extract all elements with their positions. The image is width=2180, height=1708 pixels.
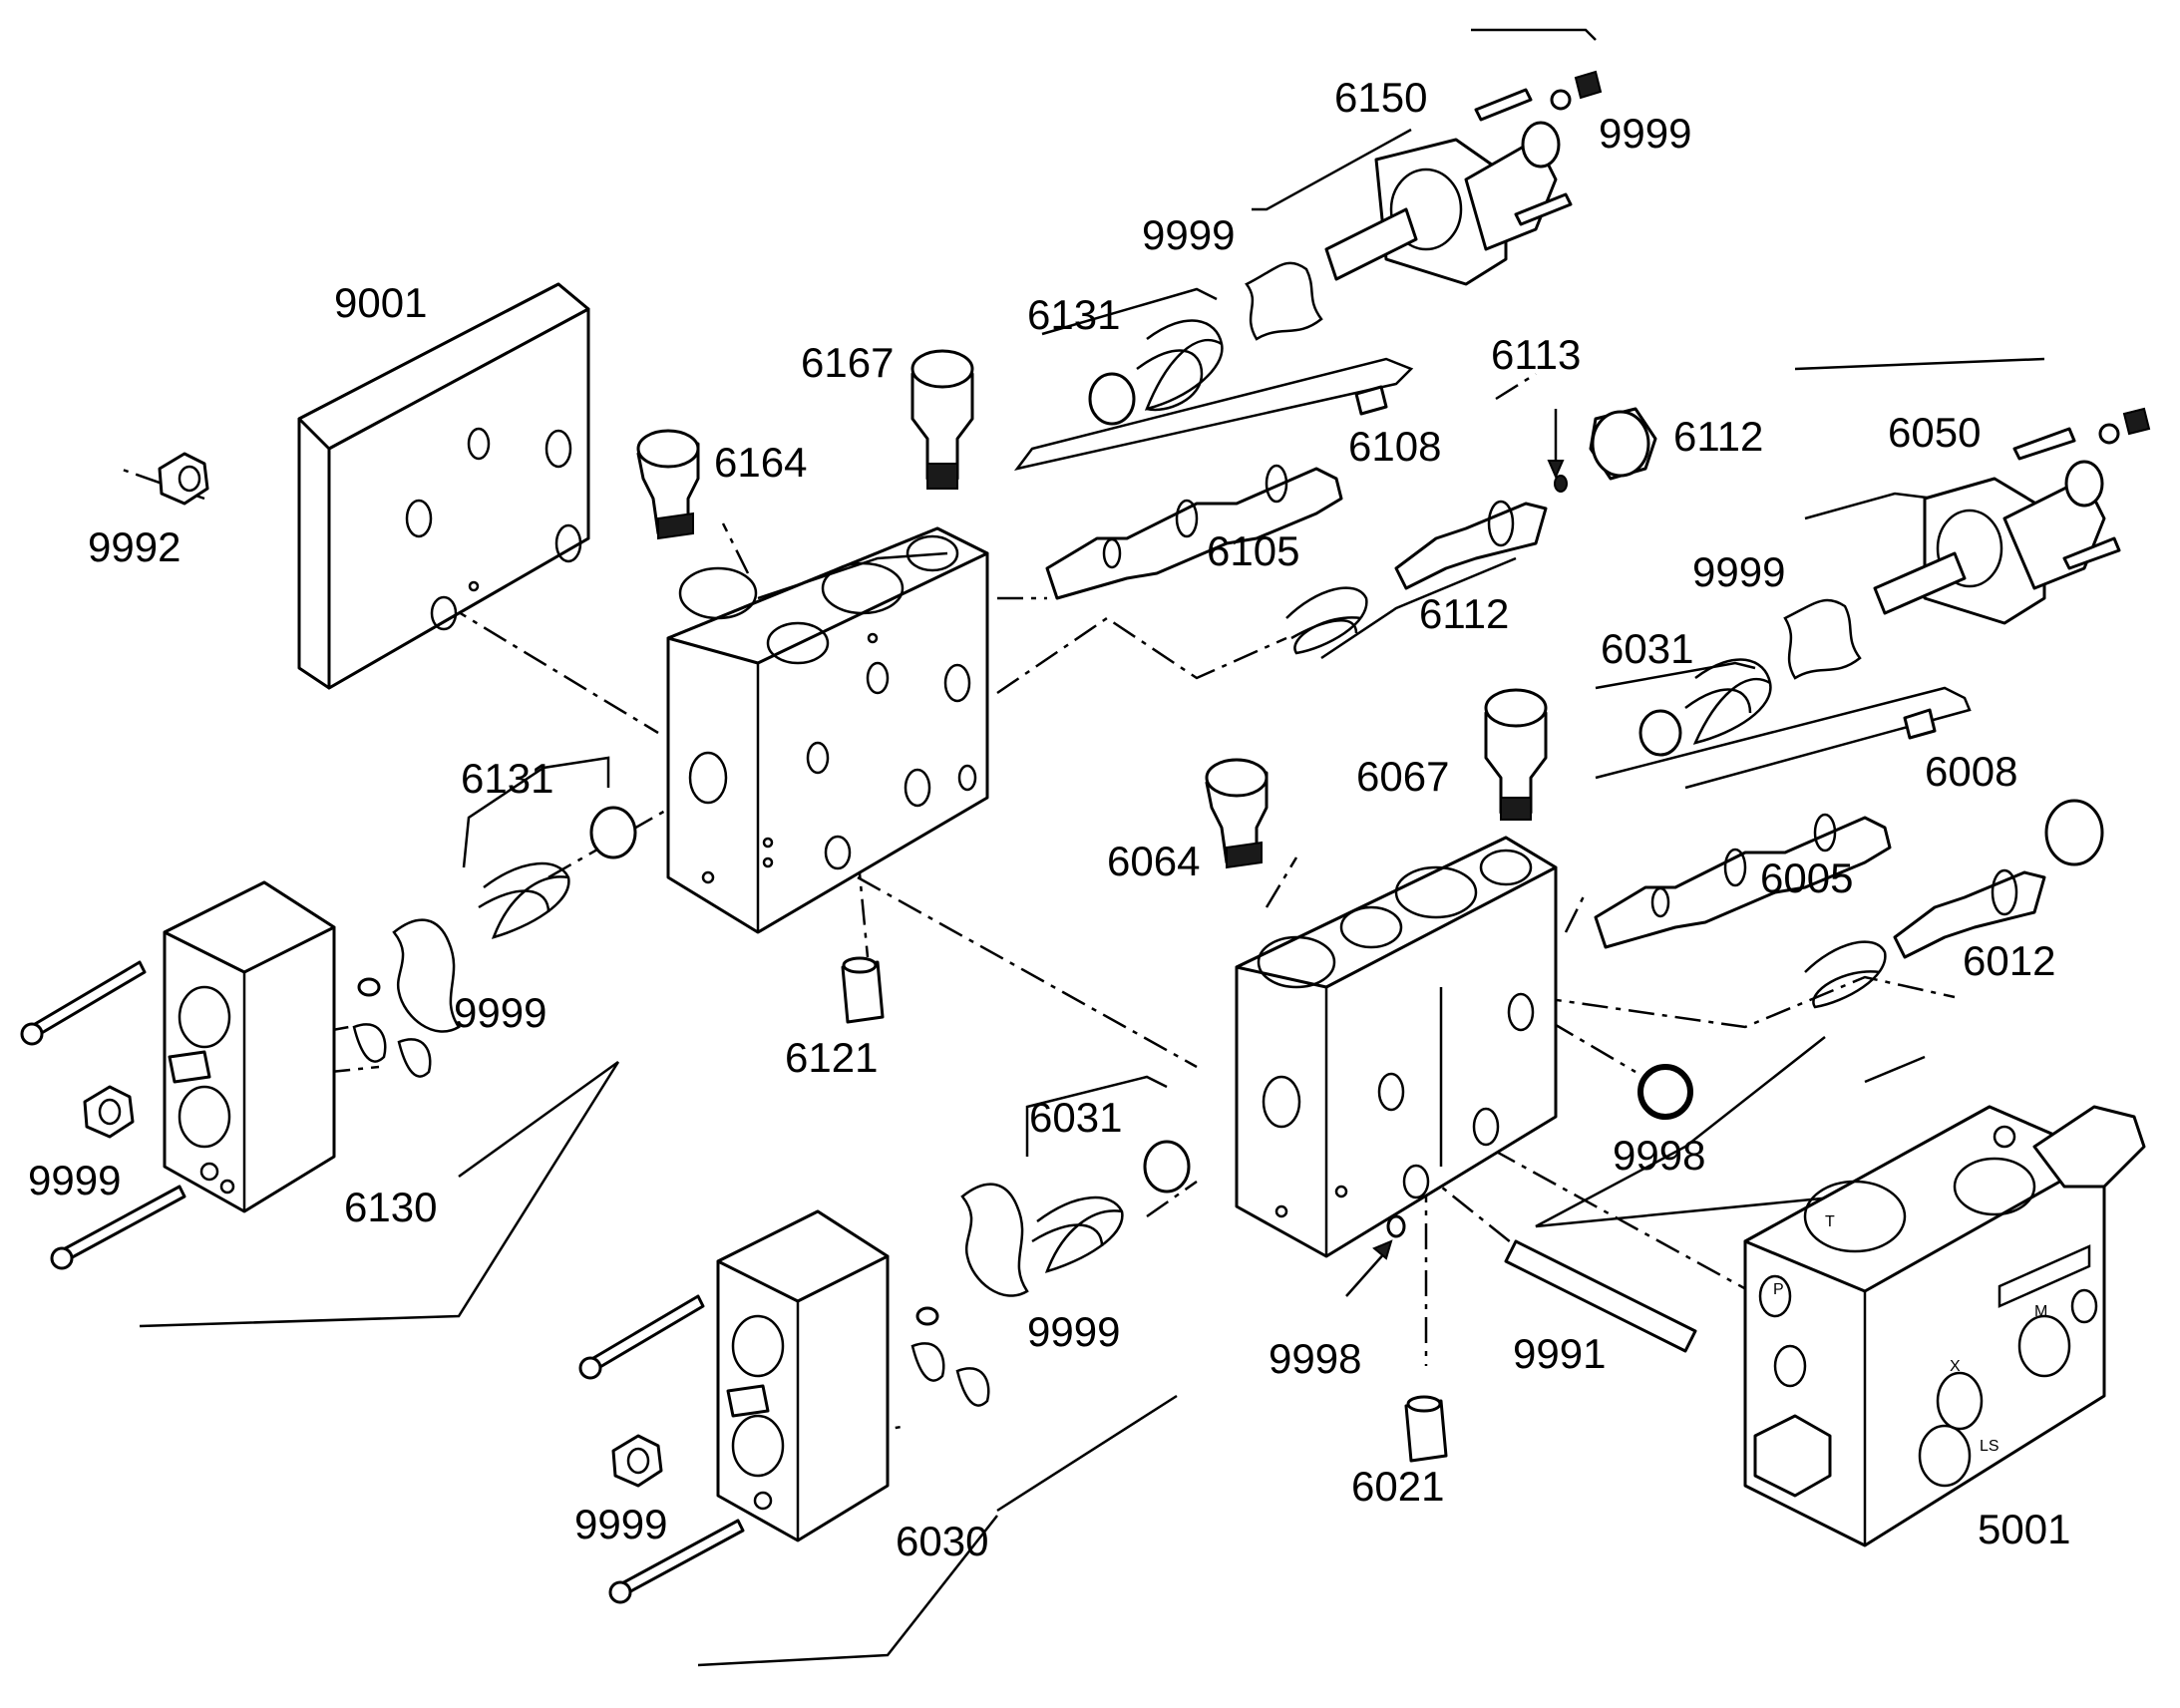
- label-6112-poppet: 6112: [1419, 590, 1509, 637]
- label-6130: 6130: [344, 1184, 437, 1230]
- spool-6105: [1045, 464, 1343, 600]
- label-6008: 6008: [1925, 748, 2017, 795]
- spring-6131-left: [478, 806, 637, 939]
- port-mark-t: T: [1825, 1213, 1835, 1230]
- label-9992: 9992: [88, 523, 181, 570]
- cartridge-6167: [910, 349, 974, 490]
- seal-9998-bottom: [1345, 1214, 1406, 1297]
- label-6112-plug: 6112: [1673, 413, 1763, 460]
- label-6064: 6064: [1107, 838, 1200, 884]
- label-6121: 6121: [785, 1034, 878, 1081]
- label-6164: 6164: [714, 439, 807, 486]
- label-5001: 5001: [1978, 1506, 2070, 1552]
- label-9999-top-right: 9999: [1599, 110, 1691, 157]
- brackets: [139, 28, 2045, 1667]
- label-9999-bottom-oring: 9999: [1027, 1308, 1120, 1355]
- plug-6012: [2044, 799, 2104, 866]
- spring-6112: [1285, 586, 1368, 655]
- label-6031-top: 6031: [1601, 625, 1693, 672]
- label-9999-left-oring: 9999: [454, 989, 546, 1036]
- label-6030: 6030: [896, 1518, 988, 1564]
- spring-6012: [1804, 940, 1887, 1009]
- end-cap-6130: [163, 880, 336, 1213]
- valve-body-lower: [1235, 836, 1558, 1258]
- port-mark-x: X: [1950, 1358, 1961, 1375]
- label-9999-mid-oring: 9999: [1692, 548, 1785, 595]
- label-9998-bottom: 9998: [1269, 1335, 1361, 1382]
- hex-nut-9992: [158, 452, 209, 506]
- oring-9999-left: [352, 918, 461, 1078]
- seal-9998-right: [1637, 1064, 1693, 1120]
- label-6131-top: 6131: [1027, 291, 1120, 338]
- valve-body-upper: [666, 526, 989, 934]
- port-mark-ls: LS: [1980, 1438, 1999, 1455]
- label-9999-bottom-nut: 9999: [574, 1501, 667, 1547]
- label-9001: 9001: [334, 279, 427, 326]
- oring-9999-top: [1245, 261, 1323, 341]
- label-9991: 9991: [1513, 1330, 1606, 1377]
- end-cap-6030: [716, 1209, 890, 1542]
- nut-9999-bottom: [611, 1434, 663, 1488]
- label-6050: 6050: [1888, 409, 1981, 456]
- plug-6121: [841, 956, 885, 1024]
- part-labels: 9001 9992 6167 6164 6131 6150 9999 9999 …: [28, 74, 2070, 1564]
- nut-9999-left: [83, 1085, 135, 1139]
- set-screw-6108: [1354, 385, 1388, 416]
- spring-6131-top: [1088, 319, 1224, 426]
- label-6031-bottom: 6031: [1029, 1094, 1122, 1141]
- inlet-block-5001: P M X LS T: [1743, 1105, 2146, 1547]
- oring-9999-mid: [1783, 598, 1862, 680]
- poppet-6112: [1394, 500, 1548, 590]
- label-6167: 6167: [801, 339, 894, 386]
- stud-9991: [1504, 1239, 1697, 1353]
- ball-6113: [1547, 409, 1568, 493]
- plug-6112: [1589, 407, 1657, 481]
- label-9999-top-oring: 9999: [1142, 211, 1235, 258]
- label-6012: 6012: [1963, 937, 2055, 984]
- label-6150: 6150: [1334, 74, 1427, 121]
- label-6108: 6108: [1348, 423, 1441, 470]
- actuator-6050: [1873, 407, 2151, 625]
- cartridge-6164: [636, 429, 700, 540]
- set-screw-6008: [1903, 708, 1937, 740]
- bolts-6030: [578, 1294, 770, 1604]
- label-6131-left: 6131: [461, 755, 553, 802]
- poppet-6012: [1893, 868, 2046, 959]
- label-6005: 6005: [1760, 854, 1853, 901]
- spring-6031-bottom: [1031, 1140, 1191, 1273]
- plug-6021: [1404, 1395, 1448, 1463]
- port-mark-m: M: [2034, 1303, 2047, 1320]
- oring-9999-bottom: [910, 1183, 1029, 1407]
- label-6021: 6021: [1351, 1463, 1444, 1510]
- label-6113: 6113: [1491, 331, 1581, 378]
- actuator-6150: [1324, 70, 1603, 286]
- cartridge-6067: [1484, 688, 1548, 821]
- label-6105: 6105: [1207, 527, 1299, 574]
- bolts-6130: [20, 960, 211, 1270]
- cover-plate-9001: [297, 282, 590, 690]
- label-9999-left-nut: 9999: [28, 1157, 121, 1203]
- label-6067: 6067: [1356, 753, 1449, 800]
- spool-6005: [1594, 813, 1892, 949]
- port-mark-p: P: [1773, 1281, 1784, 1298]
- label-9998-right: 9998: [1613, 1132, 1705, 1179]
- spring-6031-top: [1638, 658, 1772, 757]
- cartridge-6064: [1205, 758, 1269, 869]
